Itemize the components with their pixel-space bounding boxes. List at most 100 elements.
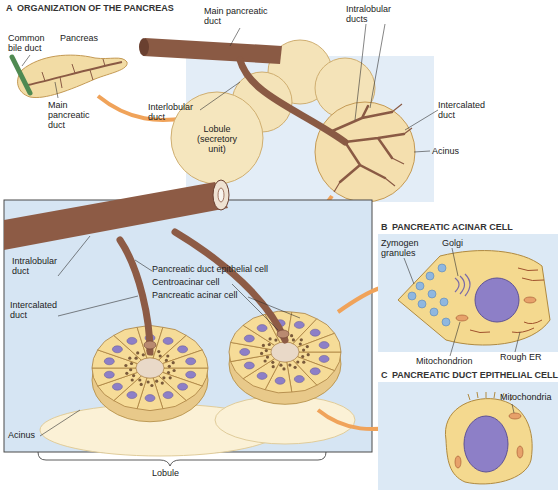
panel-heading: A xyxy=(6,3,18,13)
nucleus xyxy=(244,335,254,342)
part-label: Lobule xyxy=(152,468,192,478)
panel-heading: PANCREATIC ACINAR CELL xyxy=(392,222,560,232)
acinar-cell xyxy=(92,368,137,386)
zymogen-granule xyxy=(140,383,143,386)
nucleus xyxy=(186,371,196,378)
intralobular-ducts xyxy=(330,106,404,182)
granule xyxy=(430,308,438,316)
nucleus xyxy=(127,337,137,344)
panel-background xyxy=(378,234,558,352)
nucleus xyxy=(310,368,320,375)
zymogen-granule xyxy=(294,366,297,369)
leader-line xyxy=(452,248,458,276)
acinus-circle xyxy=(315,102,415,202)
zymogen-granule xyxy=(265,349,268,352)
part-label: Acinus xyxy=(432,146,472,156)
part-label: Interlobular duct xyxy=(148,102,200,122)
main-duct-tube xyxy=(143,38,282,64)
part-label: Lobule (secretory unit) xyxy=(190,124,244,154)
panel-heading: ORGANIZATION OF THE PANCREAS xyxy=(17,3,217,13)
part-label: Intralobular ducts xyxy=(346,4,406,24)
leader-line xyxy=(355,24,366,120)
zymogen-granule xyxy=(301,355,304,358)
part-label: Pancreatic acinar cell xyxy=(152,290,252,300)
nucleus xyxy=(257,372,267,379)
zymogen-granule xyxy=(269,337,272,340)
zymogen-granule xyxy=(279,364,282,367)
nucleus xyxy=(319,342,329,349)
zymogen-granule xyxy=(271,361,274,364)
zymogen-granule xyxy=(136,351,139,354)
part-label: Main pancreatic duct xyxy=(204,6,284,26)
zymogen-granule xyxy=(272,365,275,368)
nucleus xyxy=(294,376,304,383)
nucleus xyxy=(186,358,196,365)
part-label: Intralobular duct xyxy=(12,256,67,276)
mitochondrion xyxy=(524,297,536,303)
zymogen-granule xyxy=(292,338,295,341)
zymogen-granule xyxy=(302,361,305,364)
part-label: Centroacinar cell xyxy=(152,277,252,287)
zymogen-granule xyxy=(168,365,171,368)
zymogen-granule xyxy=(150,384,153,387)
nucleus xyxy=(104,371,114,378)
leader-line xyxy=(40,410,80,436)
zymogen-granule xyxy=(282,367,285,370)
nucleus xyxy=(310,329,320,336)
granule xyxy=(416,282,424,290)
zymogen-granule xyxy=(142,353,145,356)
mitochondrion xyxy=(517,446,523,458)
centroacinar-cell xyxy=(277,330,289,338)
zymogen-granule xyxy=(290,334,293,337)
zymogen-granule xyxy=(274,339,277,342)
leader-line xyxy=(370,24,385,108)
granule xyxy=(442,318,450,326)
zymogen-granule xyxy=(167,371,170,374)
part-label: Common bile duct xyxy=(8,33,53,53)
nucleus xyxy=(178,383,188,390)
nucleus xyxy=(178,346,188,353)
leader-line xyxy=(512,404,514,413)
leader-line xyxy=(248,297,300,318)
intercalated-ducts xyxy=(334,104,412,192)
leader-line xyxy=(515,332,520,352)
zymogen-granule xyxy=(166,354,169,357)
bile-duct xyxy=(12,57,30,93)
acinar-cell xyxy=(398,251,550,345)
pancreas-organ xyxy=(18,55,128,97)
leader-line xyxy=(230,28,240,46)
zymogen-granule xyxy=(268,343,271,346)
duct-opening xyxy=(139,38,149,56)
nucleus xyxy=(112,383,122,390)
nucleus xyxy=(257,325,267,332)
intralobular-duct-tube xyxy=(4,182,228,250)
zymogen-granule xyxy=(125,372,128,375)
nucleus xyxy=(294,321,304,328)
nucleus xyxy=(104,358,114,365)
zymogen-granule xyxy=(159,354,162,357)
zymogen-granule xyxy=(266,356,269,359)
zymogen-granule xyxy=(135,357,138,360)
part-label: Golgi xyxy=(442,238,472,248)
part-label: Mitochondrion xyxy=(416,356,486,366)
duct-cross-section xyxy=(213,180,229,210)
zymogen-granule xyxy=(169,376,172,379)
granule xyxy=(440,298,448,306)
acini-group xyxy=(92,311,341,422)
leader-line xyxy=(58,296,138,316)
lobule-bracket xyxy=(38,452,326,466)
acinar-lumen xyxy=(271,342,299,362)
zymogen-granule xyxy=(300,338,303,341)
mitochondrion xyxy=(455,456,461,468)
zymogen-granule xyxy=(306,345,309,348)
part-label: Main pancreatic duct xyxy=(48,100,93,130)
nucleus xyxy=(163,337,173,344)
zymogen-granule xyxy=(264,359,267,362)
intercalated-duct xyxy=(120,240,150,352)
nucleus xyxy=(112,346,122,353)
acinar-cell xyxy=(297,333,341,352)
part-label: Rough ER xyxy=(500,352,555,362)
zoom-arrow xyxy=(338,288,380,312)
